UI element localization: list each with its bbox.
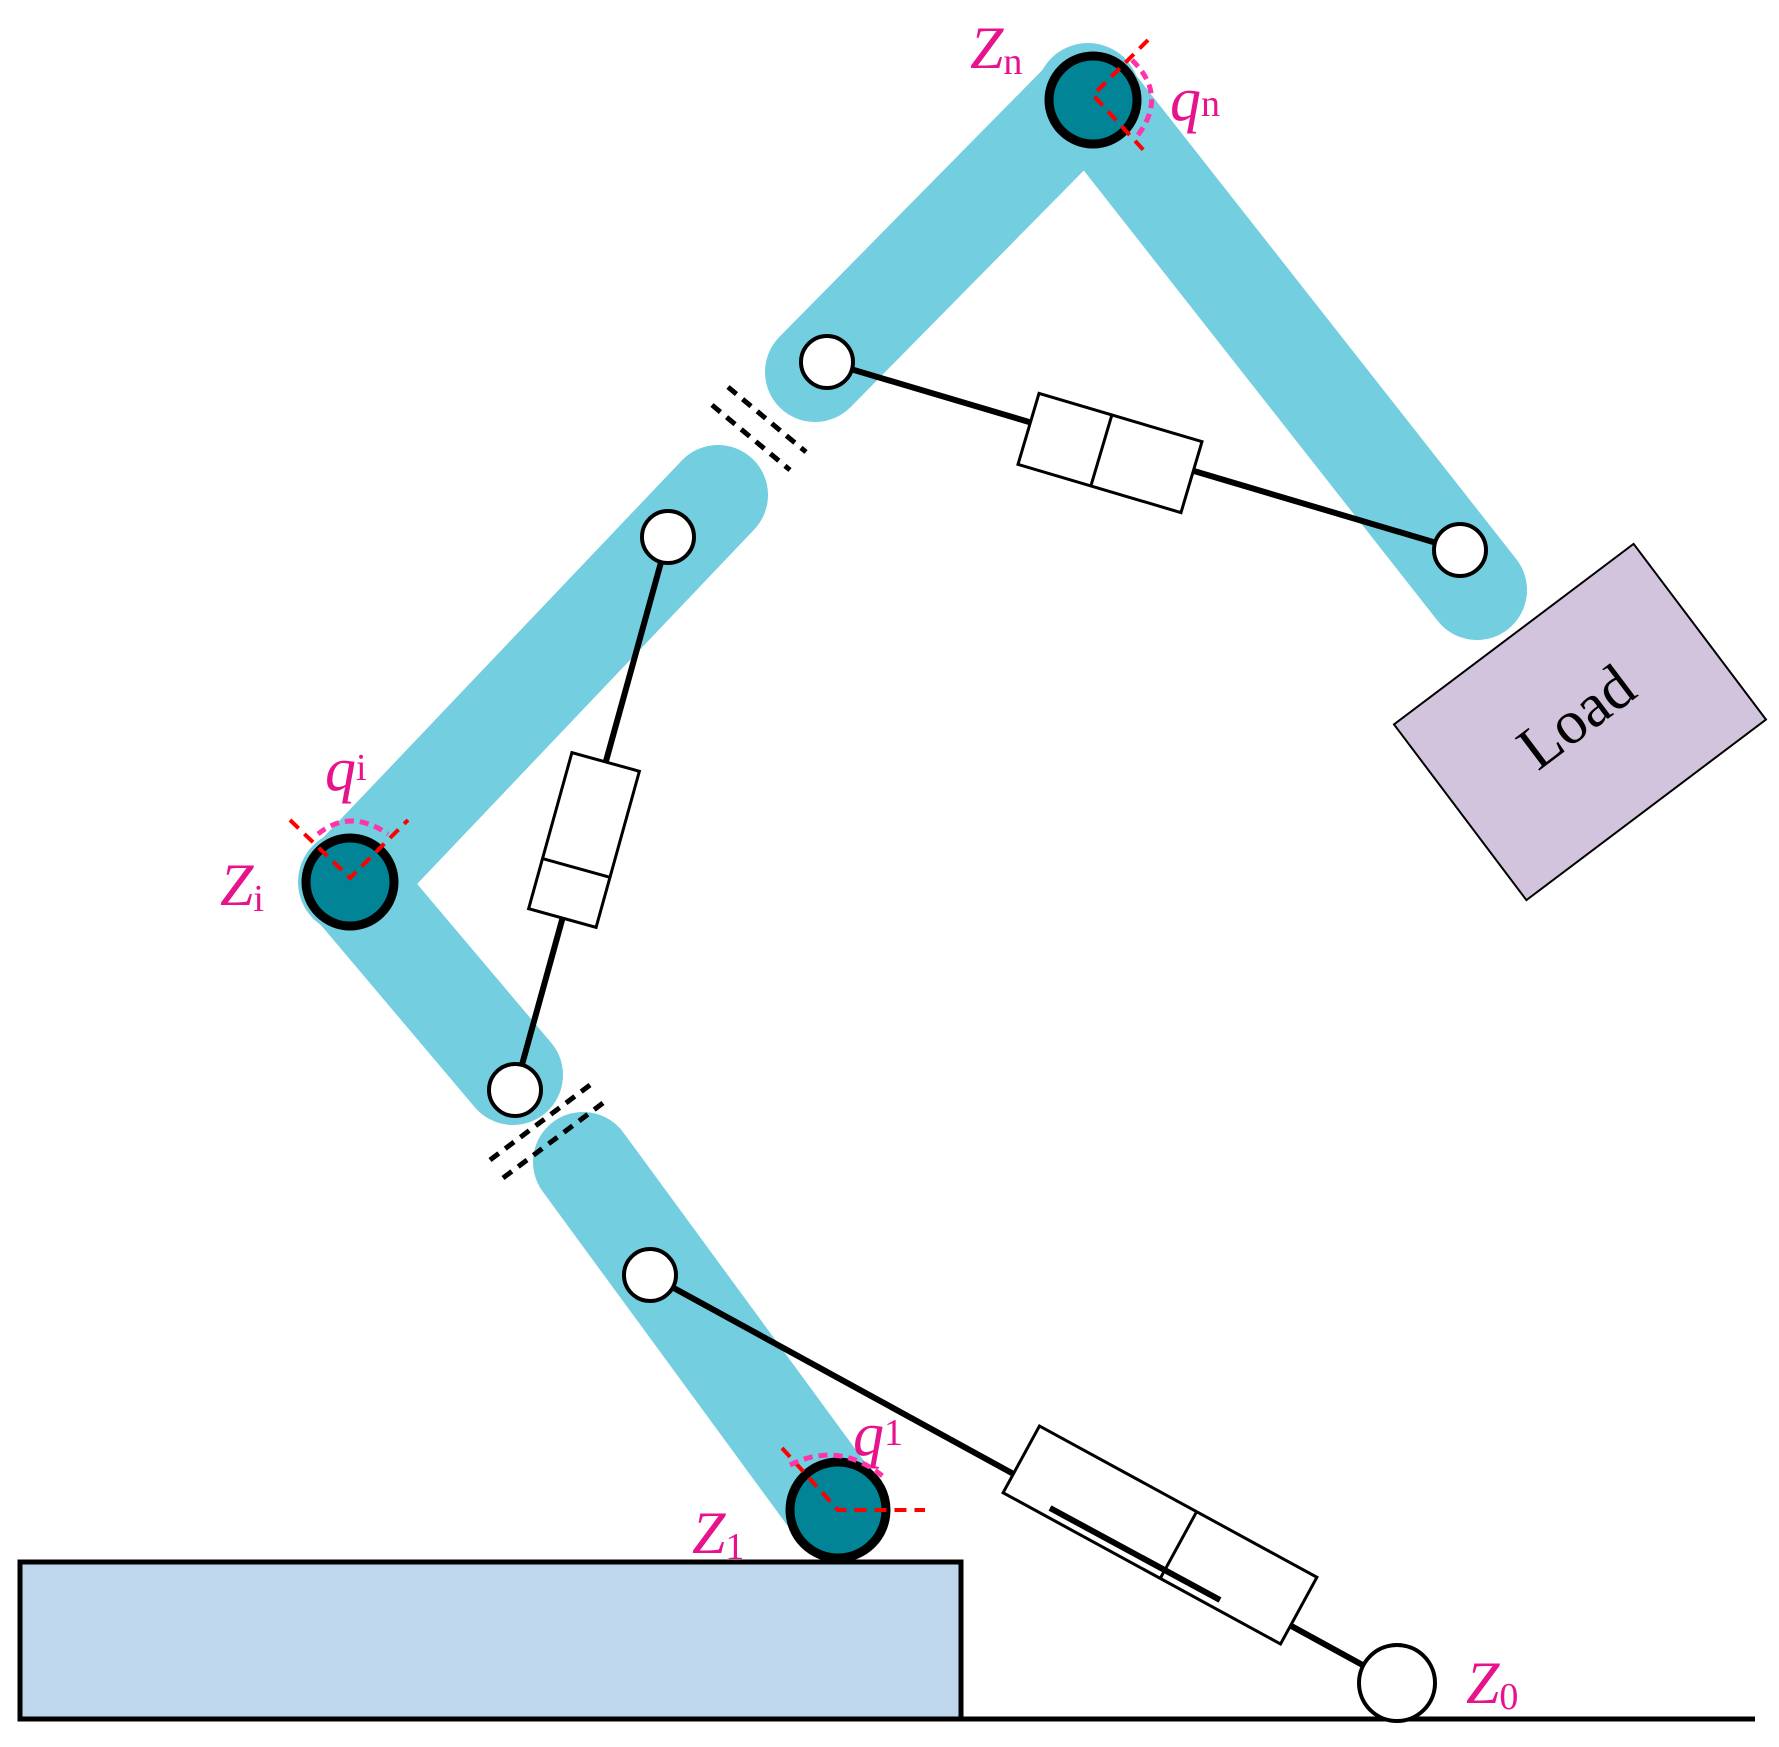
load-box: Load xyxy=(1392,542,1768,902)
label-z0: Z0 xyxy=(1466,1650,1518,1718)
label-qi: qi xyxy=(325,736,367,804)
pin-link1-upper xyxy=(487,1062,543,1118)
link-n-minus-1 xyxy=(765,45,1138,422)
angle-marker-q1 xyxy=(780,1446,925,1512)
pin-link-i xyxy=(640,509,696,565)
base-platform xyxy=(17,1559,964,1722)
link-break-lower xyxy=(488,1083,605,1180)
pin-link-n xyxy=(1432,522,1488,578)
base-pivot-z0 xyxy=(1357,1643,1437,1723)
angle-marker-qi xyxy=(288,818,410,881)
label-z1: Z1 xyxy=(692,1500,744,1568)
actuator-base xyxy=(648,1272,1392,1683)
actuator-middle xyxy=(512,536,671,1091)
pin-link-n-minus-1 xyxy=(799,334,855,390)
angle-marker-qn xyxy=(1090,38,1154,157)
joint-n xyxy=(1044,51,1142,149)
label-qn: qn xyxy=(1170,66,1220,134)
link-n xyxy=(1038,45,1527,640)
label-zi: Zi xyxy=(220,852,264,920)
joint-i xyxy=(301,833,399,931)
pin-link1-lower xyxy=(622,1247,678,1303)
link-1-lower xyxy=(533,1112,888,1560)
label-q1: q1 xyxy=(853,1401,903,1469)
arm-links xyxy=(298,43,1527,1560)
actuator-top xyxy=(826,359,1461,553)
link-break-upper xyxy=(710,385,808,472)
label-zn: Zn xyxy=(970,15,1022,83)
